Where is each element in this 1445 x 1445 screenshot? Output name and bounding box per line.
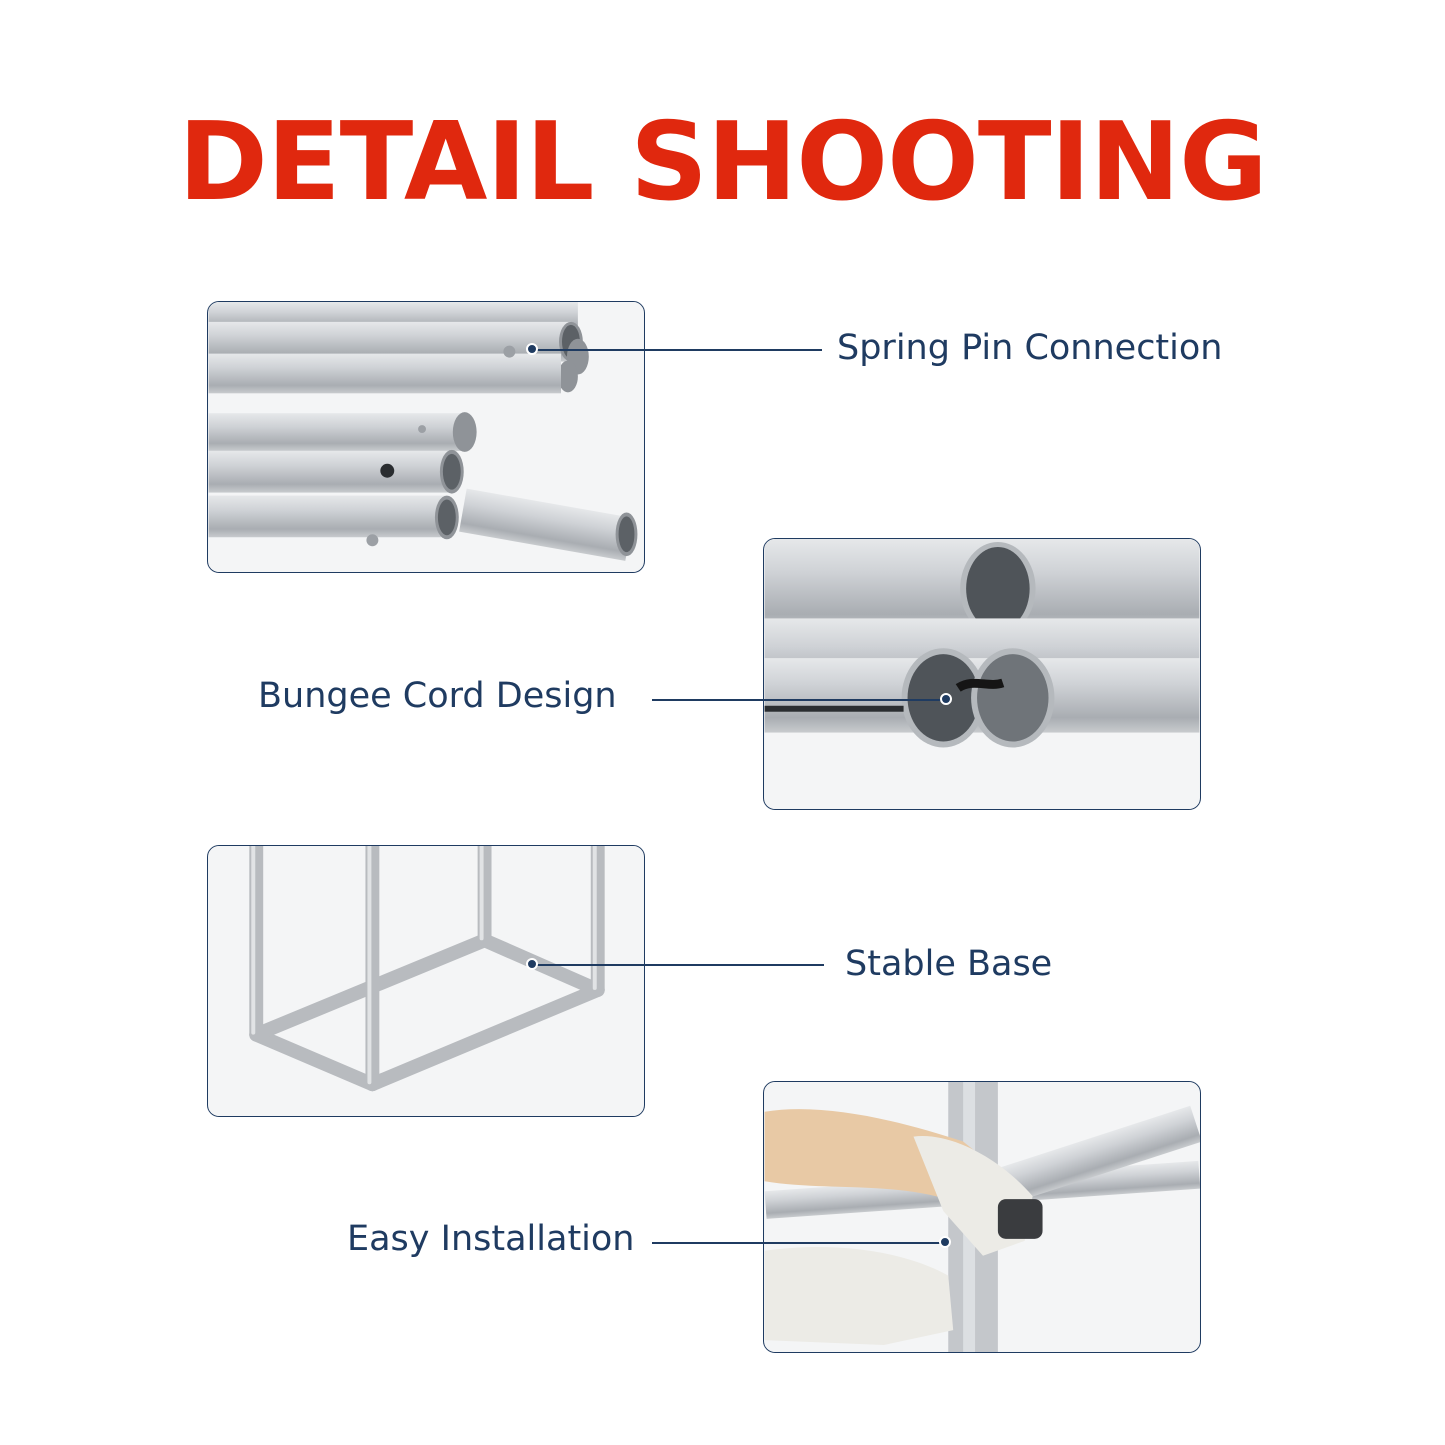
leader-line-spring-pin <box>532 349 822 351</box>
leader-line-stable-base <box>532 964 824 966</box>
bungee-cord-photo <box>763 538 1201 810</box>
leader-line-bungee-cord <box>652 699 946 701</box>
callout-dot-bungee-cord <box>940 693 952 705</box>
feature-label-bungee-cord: Bungee Cord Design <box>258 676 617 716</box>
leader-line-easy-installation <box>652 1242 945 1244</box>
easy-installation-photo <box>763 1081 1201 1353</box>
spring-pin-photo <box>207 301 645 573</box>
feature-label-stable-base: Stable Base <box>845 944 1053 984</box>
stable-base-photo <box>207 845 645 1117</box>
feature-label-spring-pin: Spring Pin Connection <box>837 328 1223 368</box>
callout-dot-stable-base <box>526 958 538 970</box>
frame-base-illustration <box>208 846 644 1116</box>
spring-pin-tubes-illustration <box>208 302 644 572</box>
callout-dot-easy-installation <box>939 1236 951 1248</box>
bungee-cord-tubes-illustration <box>764 539 1200 809</box>
page-title: DETAIL SHOOTING <box>178 100 1268 225</box>
feature-label-easy-installation: Easy Installation <box>347 1219 635 1259</box>
gloved-hands-assembly-illustration <box>764 1082 1200 1352</box>
callout-dot-spring-pin <box>526 343 538 355</box>
